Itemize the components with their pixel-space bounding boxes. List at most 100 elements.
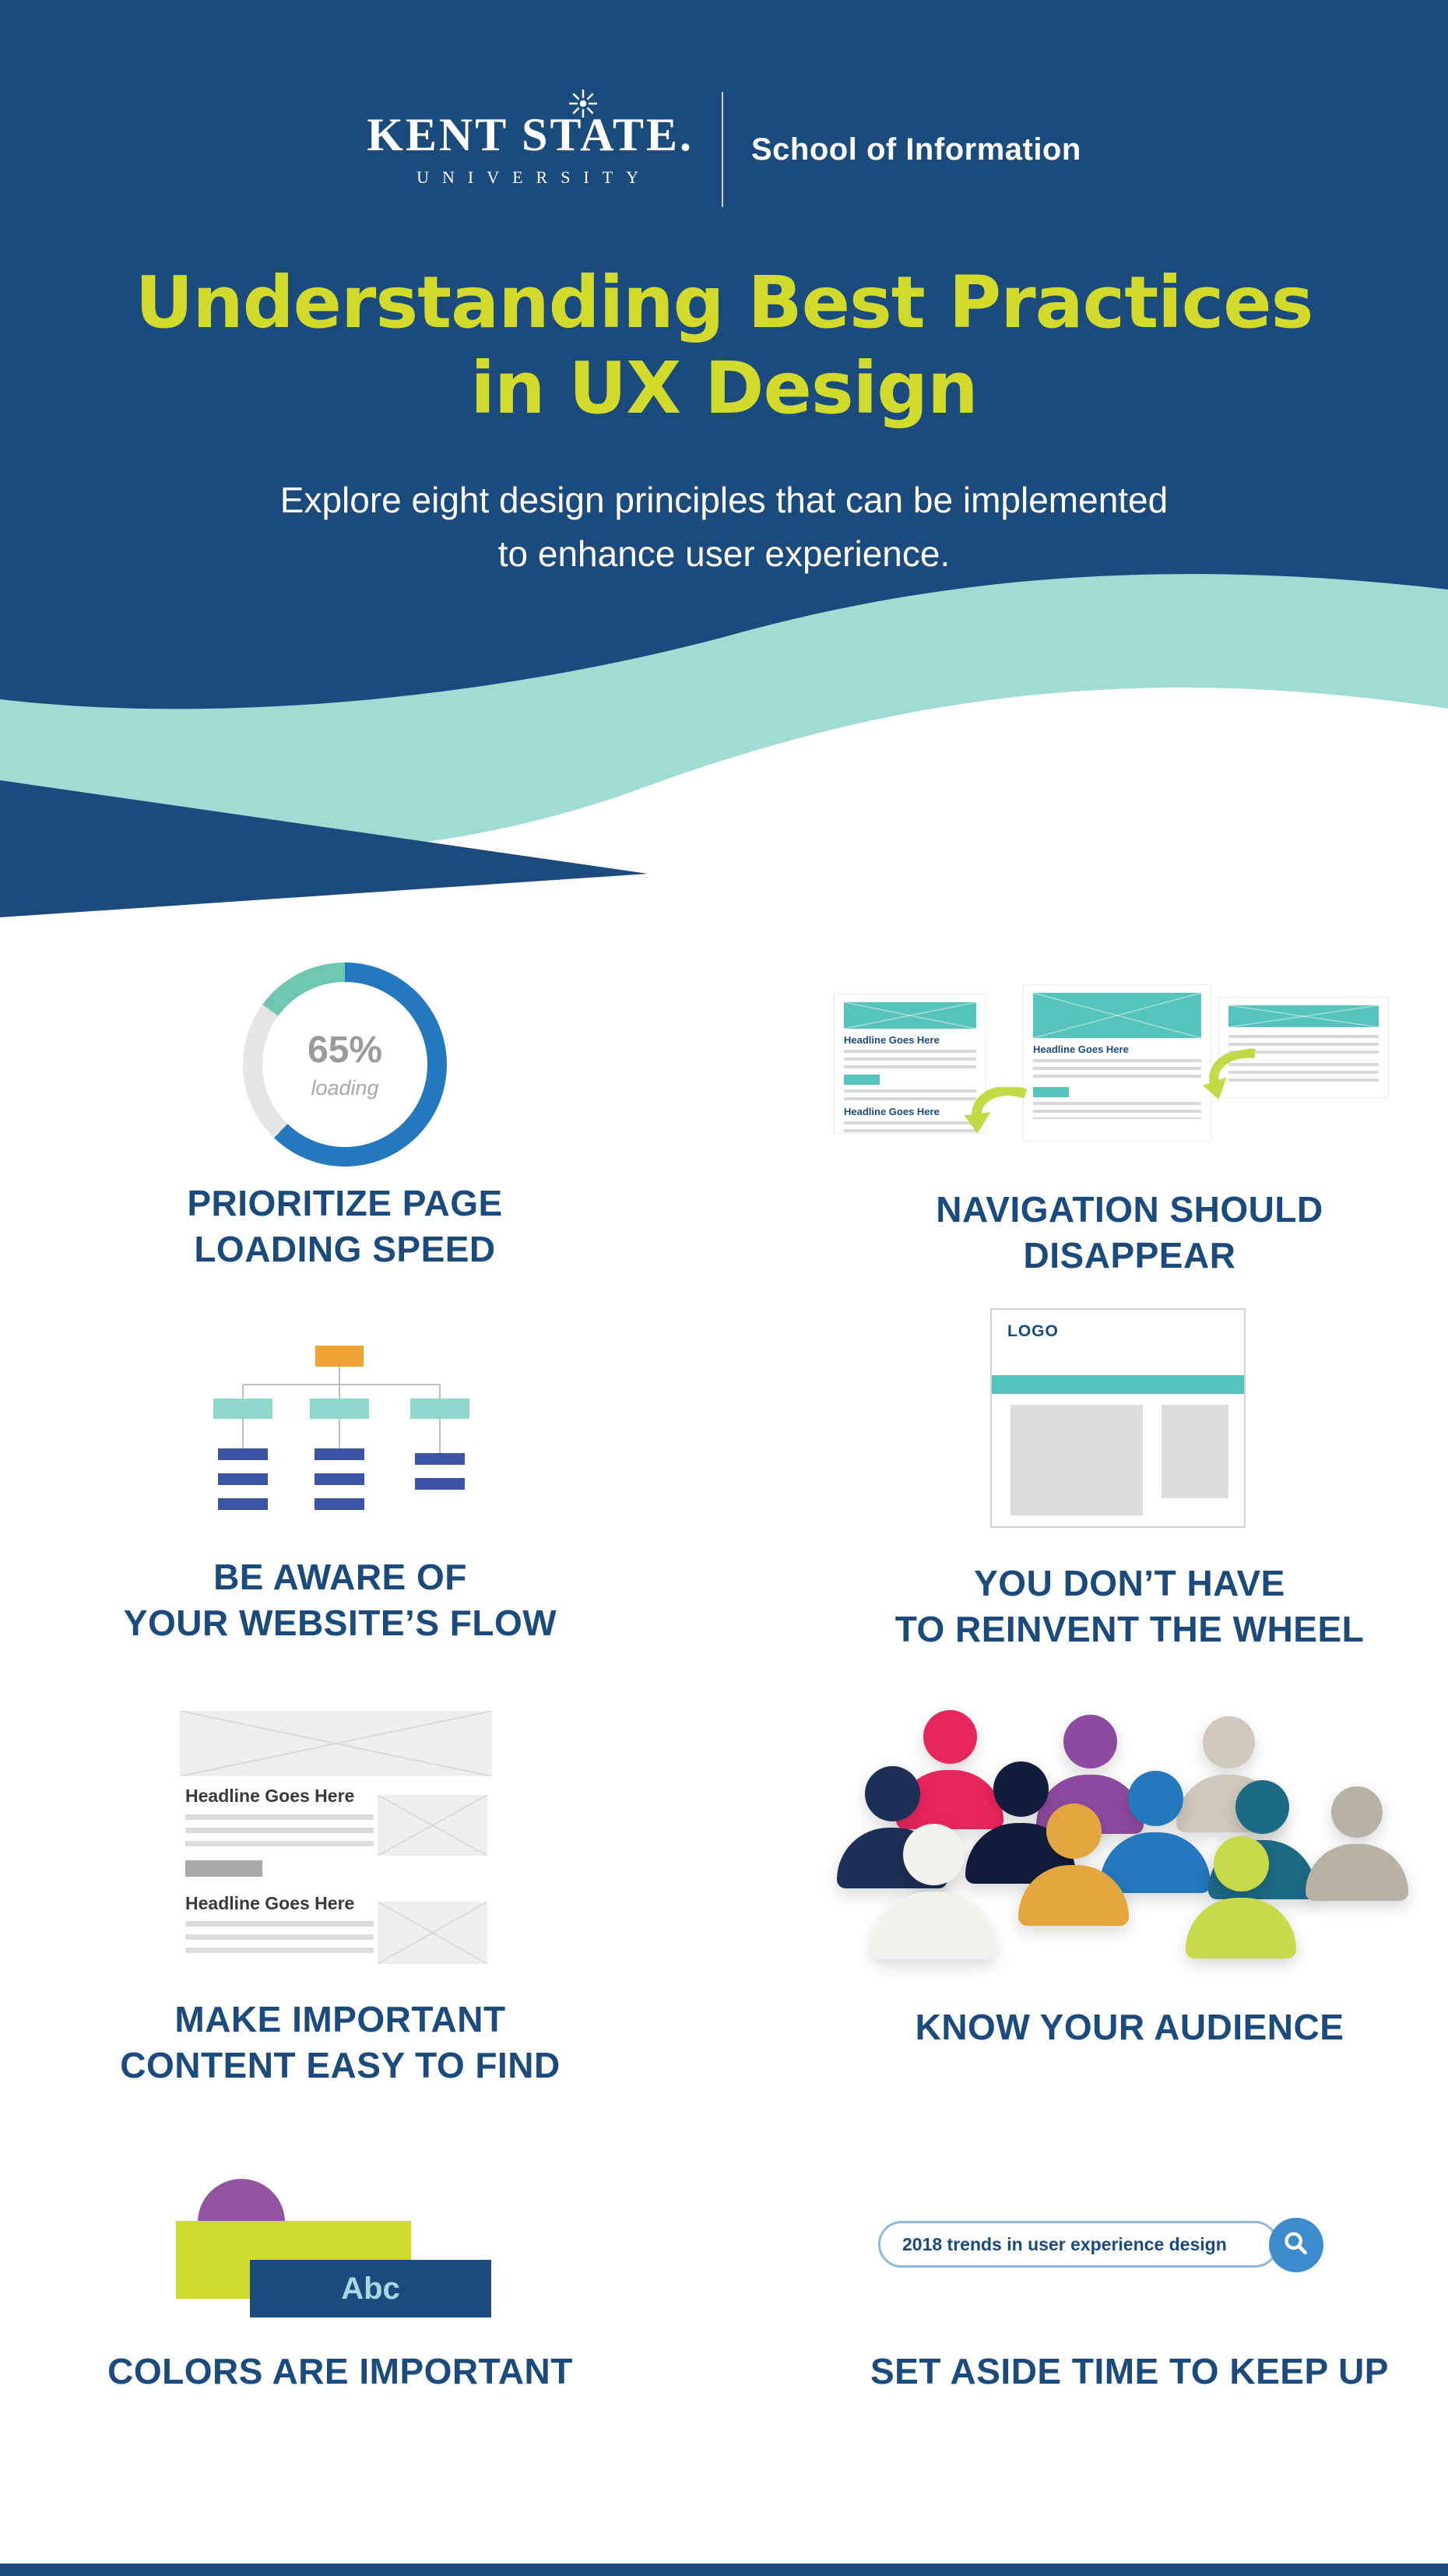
text-lines-placeholder bbox=[844, 1121, 976, 1132]
item-title-line: KNOW YOUR AUDIENCE bbox=[915, 2007, 1344, 2047]
template-logo-text: LOGO bbox=[1007, 1322, 1059, 1340]
search-bar-illustration: 2018 trends in user experience design bbox=[878, 2218, 1330, 2272]
teal-button-placeholder bbox=[844, 1075, 880, 1085]
item-title-navigation: NAVIGATION SHOULD DISAPPEAR bbox=[857, 1187, 1402, 1279]
wireframe-headline: Headline Goes Here bbox=[185, 1893, 355, 1913]
item-title-important-content: MAKE IMPORTANT CONTENT EASY TO FIND bbox=[68, 1997, 613, 2089]
hero-image-placeholder bbox=[180, 1711, 492, 1776]
teal-image-placeholder bbox=[1033, 993, 1201, 1038]
wireframe-headline: Headline Goes Here bbox=[185, 1786, 355, 1806]
item-title-line: CONTENT EASY TO FIND bbox=[120, 2044, 561, 2085]
sitemap-leaf-bar bbox=[415, 1478, 465, 1490]
page-title-line1: Understanding Best Practices bbox=[135, 261, 1314, 344]
item-title-loading-speed: PRIORITIZE PAGE LOADING SPEED bbox=[72, 1181, 617, 1272]
wireframe-headline: Headline Goes Here bbox=[844, 1034, 940, 1046]
logo-wordmark-block: KENT STATE. UNIVERSITY bbox=[367, 90, 694, 188]
item-title-reinvent-wheel: YOU DON’T HAVE TO REINVENT THE WHEEL bbox=[857, 1561, 1402, 1652]
sitemap-leaf-bar bbox=[315, 1498, 364, 1510]
item-title-line: MAKE IMPORTANT bbox=[174, 1999, 506, 2039]
header-background-wave bbox=[0, 0, 1448, 917]
page-subtitle-line1: Explore eight design principles that can… bbox=[279, 480, 1169, 520]
starburst-icon bbox=[569, 90, 598, 121]
item-title-know-audience: KNOW YOUR AUDIENCE bbox=[857, 2004, 1402, 2050]
sitemap-root-node bbox=[315, 1346, 364, 1367]
audience-crowd-illustration bbox=[829, 1705, 1408, 1994]
logo-divider bbox=[722, 92, 723, 207]
person-icon bbox=[1186, 1836, 1296, 1959]
text-lines-placeholder bbox=[1033, 1059, 1201, 1082]
sitemap-leaf-bar bbox=[315, 1473, 364, 1485]
wireframe-card-left: Headline Goes Here Headline Goes Here bbox=[834, 994, 986, 1134]
person-icon bbox=[872, 1824, 995, 1959]
wireframe-headline: Headline Goes Here bbox=[844, 1106, 940, 1117]
text-lines-placeholder bbox=[844, 1089, 976, 1100]
loading-ring-illustration: 65% loading bbox=[243, 962, 447, 1167]
item-title-line: PRIORITIZE PAGE bbox=[187, 1183, 503, 1223]
search-query-text: 2018 trends in user experience design bbox=[902, 2233, 1227, 2254]
item-title-line: NAVIGATION SHOULD bbox=[936, 1189, 1323, 1230]
teal-button-placeholder bbox=[1033, 1087, 1069, 1097]
button-placeholder bbox=[185, 1860, 262, 1877]
person-icon bbox=[1306, 1786, 1408, 1901]
sitemap-diagram bbox=[213, 1346, 469, 1510]
item-title-colors: COLORS ARE IMPORTANT bbox=[68, 2349, 613, 2395]
page-title: Understanding Best Practices in UX Desig… bbox=[0, 260, 1448, 432]
image-placeholder bbox=[378, 1795, 487, 1856]
page-subtitle: Explore eight design principles that can… bbox=[0, 473, 1448, 581]
item-title-line: COLORS ARE IMPORTANT bbox=[107, 2351, 573, 2391]
page-subtitle-line2: to enhance user experience. bbox=[497, 533, 951, 574]
curved-arrow-icon bbox=[1196, 1047, 1267, 1109]
sitemap-leaf-bar bbox=[415, 1453, 465, 1465]
search-input: 2018 trends in user experience design bbox=[878, 2221, 1278, 2268]
item-title-website-flow: BE AWARE OF YOUR WEBSITE’S FLOW bbox=[68, 1554, 613, 1646]
teal-image-placeholder bbox=[1228, 1005, 1379, 1027]
loading-ring-inner: 65% loading bbox=[262, 982, 427, 1147]
text-lines-placeholder bbox=[844, 1050, 976, 1070]
search-icon bbox=[1281, 2228, 1312, 2263]
text-lines-placeholder bbox=[1228, 1063, 1379, 1083]
navy-header-shape bbox=[0, 0, 1448, 709]
text-lines-placeholder bbox=[1033, 1102, 1201, 1119]
abc-sample-text: Abc bbox=[341, 2271, 400, 2306]
sitemap-branch-node bbox=[213, 1399, 272, 1419]
logo-university-label: UNIVERSITY bbox=[416, 167, 652, 187]
text-lines-placeholder bbox=[185, 1814, 374, 1852]
text-lines-placeholder bbox=[185, 1921, 374, 1954]
item-title-line: BE AWARE OF bbox=[213, 1557, 467, 1597]
person-icon bbox=[1100, 1771, 1211, 1894]
wireframe-card-middle: Headline Goes Here bbox=[1023, 984, 1211, 1142]
item-title-line: LOADING SPEED bbox=[194, 1228, 496, 1269]
sitemap-leaf-bar bbox=[218, 1473, 268, 1485]
image-placeholder bbox=[378, 1902, 487, 1964]
curved-arrow-icon bbox=[962, 1086, 1029, 1141]
colors-illustration: Abc bbox=[176, 2173, 503, 2328]
sitemap-connectors bbox=[242, 1367, 441, 1453]
item-title-line: DISAPPEAR bbox=[1023, 1234, 1236, 1276]
wireframe-card-right bbox=[1218, 997, 1389, 1098]
page-title-line2: in UX Design bbox=[470, 347, 978, 431]
navy-swatch-box: Abc bbox=[250, 2260, 491, 2317]
item-title-line: YOUR WEBSITE’S FLOW bbox=[123, 1602, 557, 1643]
item-title-line: YOU DON’T HAVE bbox=[974, 1563, 1285, 1603]
website-template-illustration: LOGO bbox=[990, 1308, 1246, 1528]
teal-image-placeholder bbox=[844, 1002, 976, 1029]
loading-percent: 65% bbox=[307, 1029, 383, 1071]
template-main-column bbox=[1010, 1405, 1143, 1515]
footer-bar bbox=[0, 2564, 1448, 2576]
item-title-keep-up: SET ASIDE TIME TO KEEP UP bbox=[857, 2349, 1402, 2395]
wireframe-headline: Headline Goes Here bbox=[1033, 1043, 1129, 1055]
content-wireframe-illustration: Headline Goes Here Headline Goes Here bbox=[172, 1708, 515, 1969]
template-body bbox=[992, 1394, 1244, 1528]
sitemap-leaf-bar bbox=[315, 1448, 364, 1460]
item-title-line: SET ASIDE TIME TO KEEP UP bbox=[870, 2351, 1389, 2391]
sitemap-leaf-bar bbox=[218, 1498, 268, 1510]
logo-division-label: School of Information bbox=[751, 132, 1081, 167]
template-header: LOGO bbox=[992, 1310, 1244, 1375]
template-navbar bbox=[992, 1375, 1244, 1394]
navy-wedge-shape bbox=[0, 780, 648, 917]
person-icon bbox=[1018, 1804, 1129, 1927]
sitemap-leaf-bar bbox=[218, 1448, 268, 1460]
logo-wordmark: KENT STATE. bbox=[367, 109, 694, 160]
sitemap-branch-node bbox=[410, 1399, 469, 1419]
